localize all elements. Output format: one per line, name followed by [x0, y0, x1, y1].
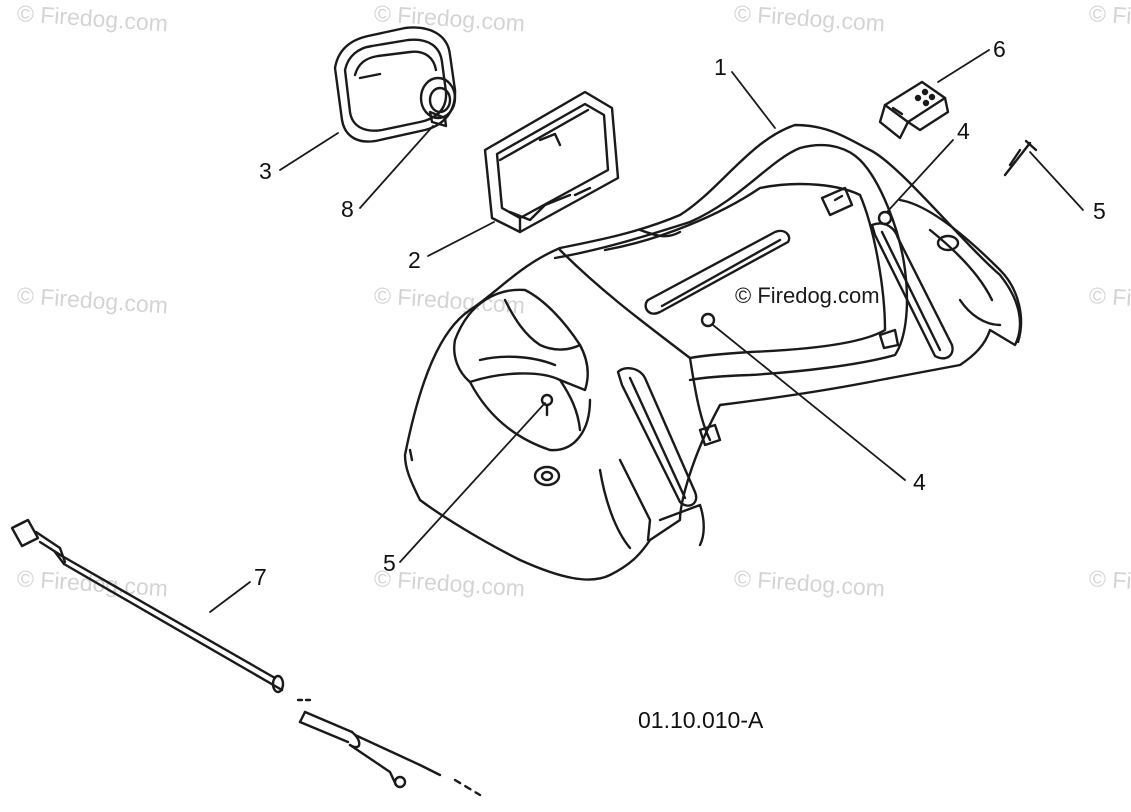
part-1-housing	[403, 123, 1023, 581]
callout-1: 1	[714, 54, 727, 80]
callout-4-top: 4	[957, 118, 970, 144]
watermark-center: © Firedog.com	[735, 283, 880, 308]
callout-3: 3	[259, 158, 272, 184]
diagram-code: 01.10.010-A	[638, 707, 764, 733]
part-4-screws	[700, 210, 893, 328]
leader-lines	[209, 49, 1084, 613]
part-2-bezel	[483, 90, 620, 234]
callout-2: 2	[408, 247, 421, 273]
part-5-screw-left	[540, 393, 554, 417]
part-5-pin-right	[1003, 139, 1038, 177]
callout-4-bottom: 4	[913, 469, 926, 495]
part-8-bulb	[419, 76, 457, 128]
part-7-cable	[10, 518, 482, 797]
callout-5-right: 5	[1093, 198, 1106, 224]
callout-5-left: 5	[383, 550, 396, 576]
part-6-connector	[878, 80, 950, 140]
callout-6: 6	[993, 36, 1006, 62]
callout-8: 8	[341, 196, 354, 222]
callout-7: 7	[254, 564, 267, 590]
